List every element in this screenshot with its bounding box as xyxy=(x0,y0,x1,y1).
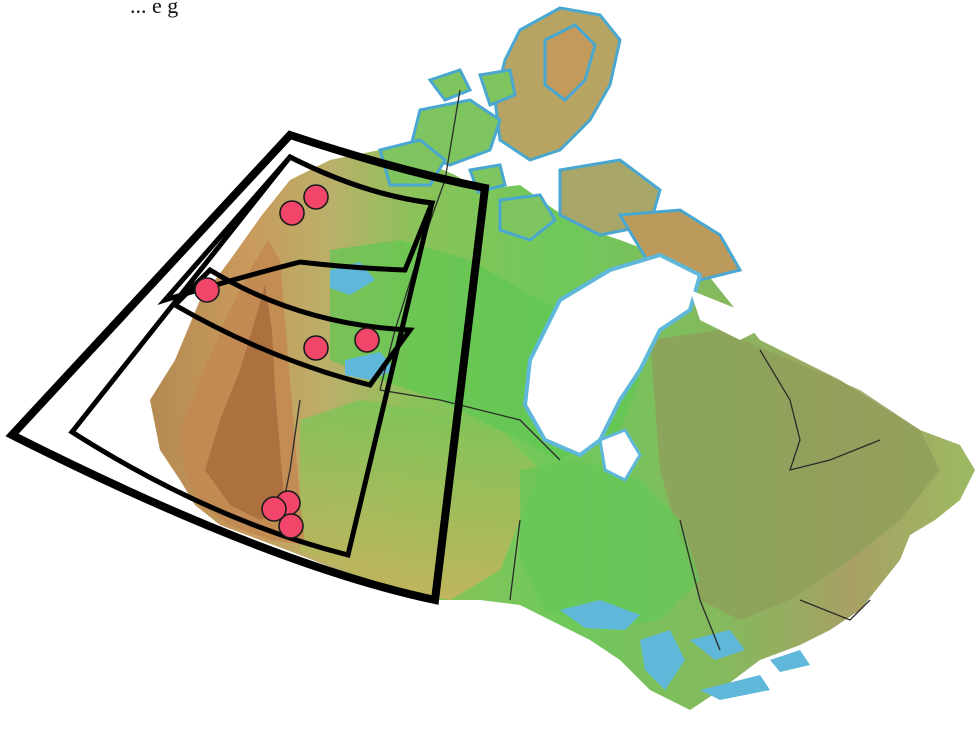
study-region-outlines xyxy=(5,130,490,605)
hudson-bay xyxy=(522,252,703,458)
site-marker-3[interactable] xyxy=(194,277,220,303)
top-caption: ... e g xyxy=(130,0,179,18)
hudson-strait xyxy=(690,290,760,340)
prairie-region xyxy=(300,400,540,600)
outer-region-outline xyxy=(5,130,490,605)
site-marker-2[interactable] xyxy=(279,200,305,226)
middle-band-outline xyxy=(170,266,415,388)
site-marker-7[interactable] xyxy=(261,496,287,522)
shield-plateau xyxy=(650,330,940,620)
site-marker-5[interactable] xyxy=(303,335,329,361)
site-marker-1[interactable] xyxy=(303,184,329,210)
site-markers xyxy=(194,184,380,539)
site-marker-4[interactable] xyxy=(354,327,380,353)
james-bay xyxy=(598,428,642,482)
northern-band-outline xyxy=(157,153,436,305)
mountain-ridge xyxy=(205,285,285,520)
eastern-green xyxy=(520,460,700,630)
site-marker-8[interactable] xyxy=(278,513,304,539)
